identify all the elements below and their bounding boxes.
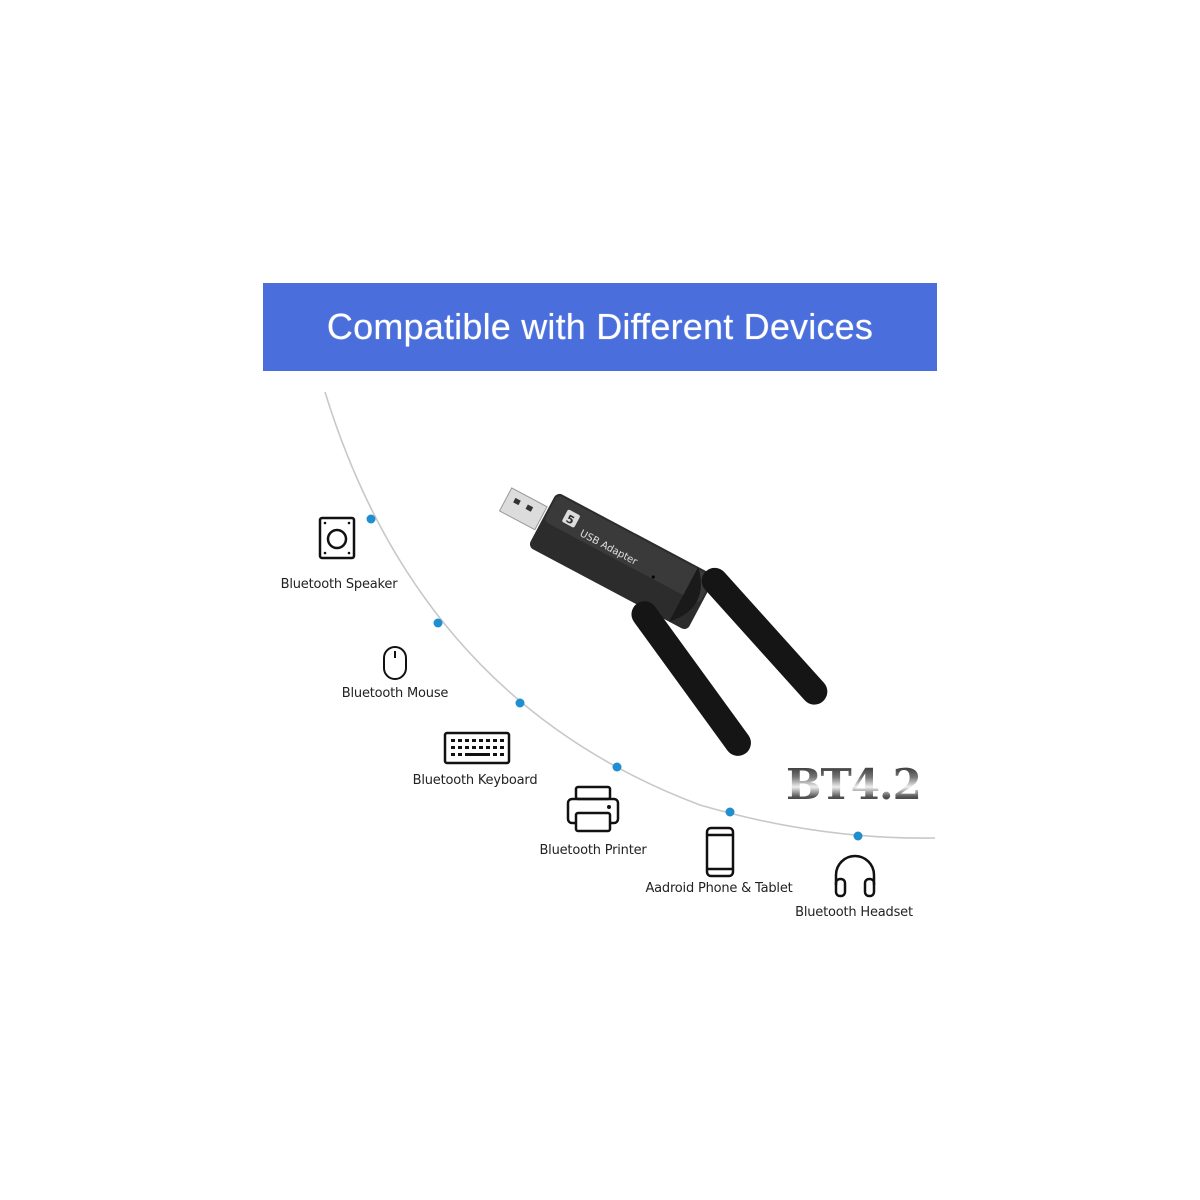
arc-dot — [366, 514, 376, 524]
banner-title: Compatible with Different Devices — [326, 306, 874, 347]
device-label: Bluetooth Keyboard — [412, 773, 538, 788]
keyboard-icon — [443, 731, 511, 765]
mouse-icon — [383, 646, 407, 680]
device-label: Aadroid Phone & Tablet — [645, 881, 793, 896]
arc-dot — [853, 831, 863, 841]
headset-icon — [834, 854, 876, 898]
title-banner: Compatible with Different Devices — [263, 283, 937, 371]
arc-dots — [366, 514, 863, 841]
phone-icon — [705, 826, 735, 878]
usb-adapter-image: 5 USB Adapter — [498, 487, 828, 756]
device-label: Bluetooth Headset — [795, 905, 913, 920]
bluetooth-version-mark: BT4.2 — [786, 760, 922, 809]
arc-dot — [515, 698, 525, 708]
device-bluetooth-mouse: Bluetooth Mouse — [320, 680, 470, 701]
device-bluetooth-printer: Bluetooth Printer — [518, 837, 668, 858]
device-bluetooth-speaker: Bluetooth Speaker — [264, 571, 414, 592]
speaker-icon — [318, 516, 356, 560]
device-bluetooth-headset: Bluetooth Headset — [779, 899, 929, 920]
device-label: Bluetooth Speaker — [280, 577, 398, 592]
device-label: Bluetooth Printer — [539, 843, 647, 858]
arc-dot — [725, 807, 735, 817]
printer-icon — [566, 785, 620, 833]
arc-dot — [433, 618, 443, 628]
device-bluetooth-keyboard: Bluetooth Keyboard — [400, 767, 550, 788]
arc-dot — [612, 762, 622, 772]
device-android-phone-tablet: Aadroid Phone & Tablet — [634, 875, 804, 896]
connection-arc — [324, 391, 936, 839]
device-label: Bluetooth Mouse — [341, 686, 449, 701]
